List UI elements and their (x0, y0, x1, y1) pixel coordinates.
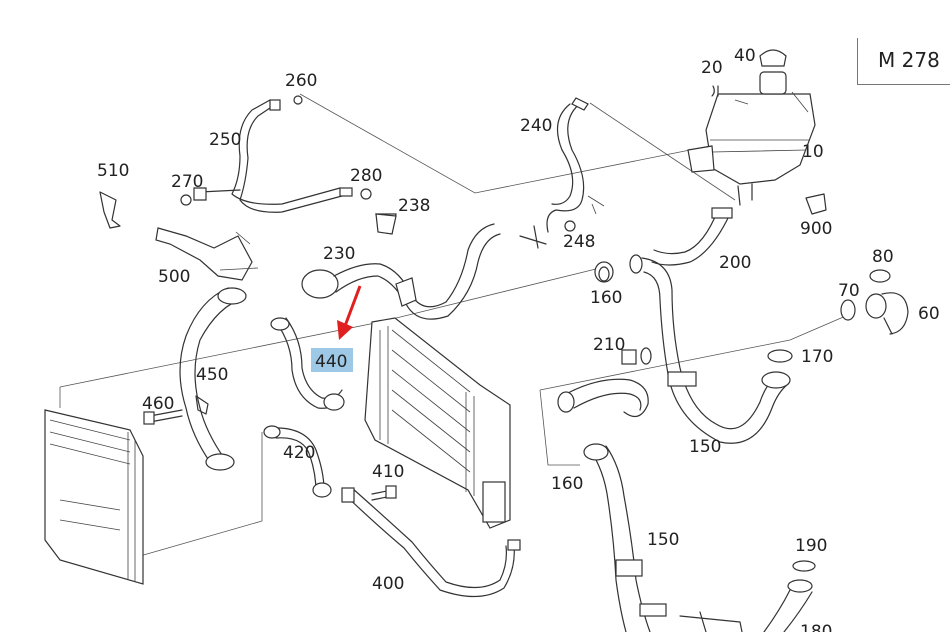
label-420[interactable]: 420 (283, 443, 315, 463)
label-440[interactable]: 440 (315, 352, 347, 372)
seal-160 (598, 266, 610, 282)
label-250[interactable]: 250 (209, 130, 241, 150)
thermostat-500 (155, 227, 259, 281)
seal-80 (869, 269, 891, 283)
hose-240 (519, 97, 605, 249)
label-230[interactable]: 230 (323, 244, 355, 264)
bolt-248 (564, 220, 576, 232)
label-180[interactable]: 180 (800, 622, 832, 632)
pipe-210 (557, 347, 652, 418)
label-500[interactable]: 500 (158, 267, 190, 287)
red-arrow-icon (337, 285, 362, 340)
bolt-460 (143, 409, 183, 425)
aux-radiator-left (44, 409, 144, 585)
label-410[interactable]: 410 (372, 462, 404, 482)
clamp-238 (375, 213, 397, 235)
main-radiator (364, 317, 511, 529)
label-240[interactable]: 240 (520, 116, 552, 136)
label-450[interactable]: 450 (196, 365, 228, 385)
label-238[interactable]: 238 (398, 196, 430, 216)
hose-250 (180, 95, 372, 213)
seal-190 (792, 560, 816, 572)
label-80[interactable]: 80 (872, 247, 894, 267)
label-510[interactable]: 510 (97, 161, 129, 181)
hose-230 (301, 213, 501, 320)
seal-70 (840, 299, 856, 321)
bolt-410 (371, 485, 397, 501)
bracket-510 (99, 191, 121, 229)
hose-420 (263, 425, 332, 498)
label-20[interactable]: 20 (701, 58, 723, 78)
label-170[interactable]: 170 (801, 347, 833, 367)
label-60[interactable]: 60 (918, 304, 940, 324)
pipe-60 (865, 292, 909, 335)
label-280[interactable]: 280 (350, 166, 382, 186)
label-210[interactable]: 210 (593, 335, 625, 355)
pipe-400 (341, 487, 521, 598)
label-248[interactable]: 248 (563, 232, 595, 252)
label-10[interactable]: 10 (802, 142, 824, 162)
hose-450 (179, 287, 247, 471)
label-70[interactable]: 70 (838, 281, 860, 301)
label-260[interactable]: 260 (285, 71, 317, 91)
clip-900 (805, 193, 827, 215)
label-190[interactable]: 190 (795, 536, 827, 556)
label-460[interactable]: 460 (142, 394, 174, 414)
label-400[interactable]: 400 (372, 574, 404, 594)
label-150-upper[interactable]: 150 (689, 437, 721, 457)
pipe-180 (763, 579, 813, 632)
label-160-lower[interactable]: 160 (551, 474, 583, 494)
engine-code: M 278 (878, 48, 940, 72)
hose-150-lower (583, 443, 743, 632)
highlight-box (311, 348, 353, 372)
expansion-tank (687, 49, 816, 206)
seal-170 (767, 349, 793, 363)
hose-200 (651, 207, 733, 266)
engine-code-box: M 278 (857, 38, 950, 85)
hose-440 (270, 317, 345, 411)
label-900[interactable]: 900 (800, 219, 832, 239)
label-200[interactable]: 200 (719, 253, 751, 273)
label-270[interactable]: 270 (171, 172, 203, 192)
part-labels: 10 20 40 60 70 80 150 150 160 160 170 18… (97, 46, 940, 632)
label-40[interactable]: 40 (734, 46, 756, 66)
label-150-lower[interactable]: 150 (647, 530, 679, 550)
label-160-upper[interactable]: 160 (590, 288, 622, 308)
